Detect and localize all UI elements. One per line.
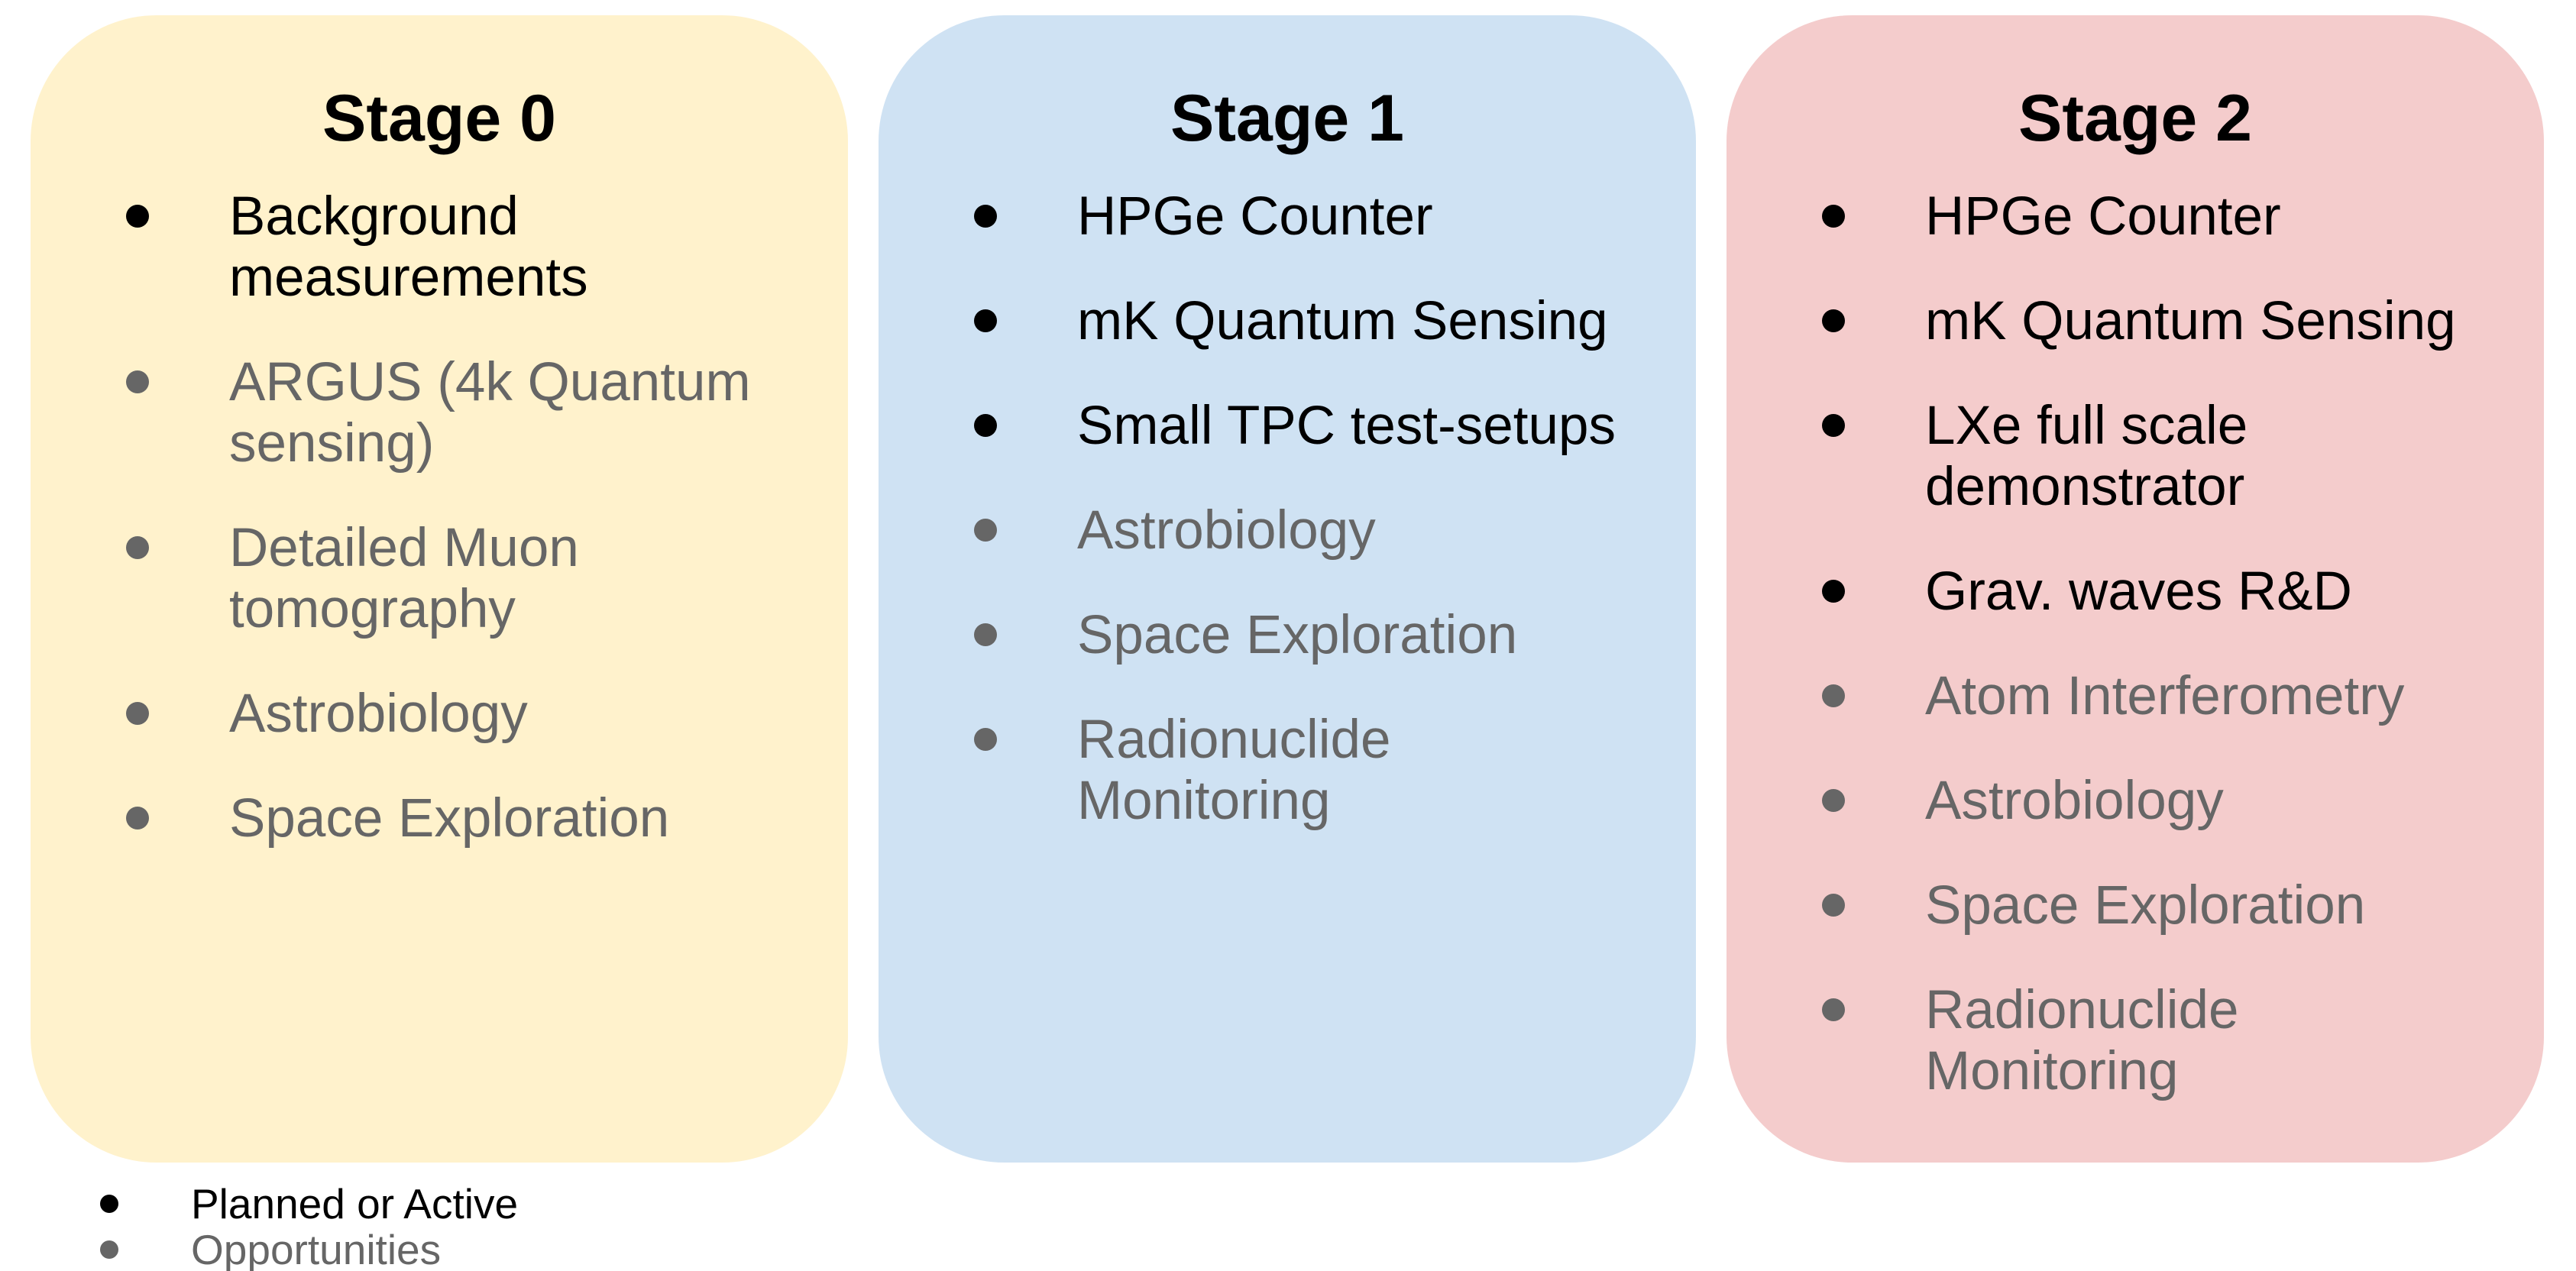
bullet-icon: [1822, 789, 1845, 813]
list-item: Radionuclide Monitoring: [879, 710, 1696, 832]
item-label: ARGUS (4k Quantum sensing): [229, 352, 751, 474]
item-label: HPGe Counter: [1925, 186, 2281, 247]
list-item: Detailed Muon tomography: [31, 518, 848, 640]
item-label: Atom Interferometry: [1925, 666, 2405, 727]
bullet-icon: [1822, 580, 1845, 603]
list-item: Space Exploration: [1727, 875, 2544, 936]
bullet-icon: [126, 702, 149, 726]
bullet-icon: [974, 519, 997, 542]
legend-item: Planned or Active: [0, 1181, 518, 1227]
bullet-icon: [126, 536, 149, 560]
bullet-icon: [974, 728, 997, 752]
list-item: Astrobiology: [879, 500, 1696, 561]
list-item: Background measurements: [31, 186, 848, 309]
bullet-icon: [1822, 309, 1845, 333]
legend-bullet-icon: [100, 1240, 118, 1259]
item-label: Grav. waves R&D: [1925, 561, 2352, 623]
list-item: Small TPC test-setups: [879, 396, 1696, 457]
bullet-icon: [126, 370, 149, 394]
legend-bullet-icon: [100, 1195, 118, 1213]
bullet-icon: [974, 623, 997, 647]
list-item: HPGe Counter: [879, 186, 1696, 247]
bullet-icon: [1822, 414, 1845, 438]
card-title: Stage 2: [2018, 82, 2252, 155]
item-label: HPGe Counter: [1077, 186, 1433, 247]
legend-item: Opportunities: [0, 1227, 518, 1271]
bullet-icon: [1822, 894, 1845, 917]
item-label: Space Exploration: [1077, 605, 1518, 666]
bullet-icon: [1822, 998, 1845, 1022]
bullet-icon: [126, 807, 149, 830]
list-item: Space Exploration: [31, 788, 848, 849]
item-label: Space Exploration: [1925, 875, 2366, 936]
card-title: Stage 0: [322, 82, 556, 155]
item-label: mK Quantum Sensing: [1925, 291, 2456, 352]
list-item: LXe full scale demonstrator: [1727, 396, 2544, 518]
list-item: HPGe Counter: [1727, 186, 2544, 247]
item-label: Radionuclide Monitoring: [1077, 710, 1391, 832]
item-label: Space Exploration: [229, 788, 670, 849]
card-title: Stage 1: [1170, 82, 1404, 155]
item-label: Astrobiology: [1925, 771, 2224, 832]
item-label: Radionuclide Monitoring: [1925, 980, 2239, 1102]
bullet-icon: [1822, 205, 1845, 228]
item-label: Astrobiology: [229, 684, 528, 745]
list-item: Astrobiology: [1727, 771, 2544, 832]
list-item: mK Quantum Sensing: [879, 291, 1696, 352]
list-item: ARGUS (4k Quantum sensing): [31, 352, 848, 474]
list-item: Space Exploration: [879, 605, 1696, 666]
list-item: Atom Interferometry: [1727, 666, 2544, 727]
bullet-icon: [974, 205, 997, 228]
list-item: mK Quantum Sensing: [1727, 291, 2544, 352]
bullet-icon: [126, 205, 149, 228]
item-label: Astrobiology: [1077, 500, 1376, 561]
list-item: Grav. waves R&D: [1727, 561, 2544, 623]
bullet-icon: [974, 414, 997, 438]
item-label: mK Quantum Sensing: [1077, 291, 1608, 352]
bullet-icon: [1822, 684, 1845, 708]
bullet-icon: [974, 309, 997, 333]
item-label: LXe full scale demonstrator: [1925, 396, 2248, 518]
item-label: Detailed Muon tomography: [229, 518, 579, 640]
item-label: Background measurements: [229, 186, 588, 309]
legend-label: Planned or Active: [191, 1180, 519, 1227]
legend-label: Opportunities: [191, 1226, 442, 1271]
list-item: Radionuclide Monitoring: [1727, 980, 2544, 1102]
item-label: Small TPC test-setups: [1077, 396, 1616, 457]
list-item: Astrobiology: [31, 684, 848, 745]
